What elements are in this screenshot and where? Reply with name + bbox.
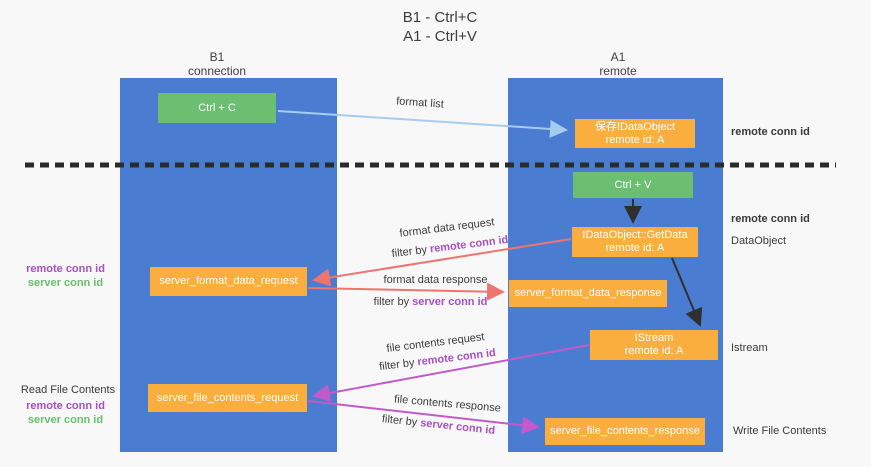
istream-line1: IStream <box>634 332 674 344</box>
getdata-to-istream-arrow <box>671 257 703 327</box>
file-contents-request-arrow <box>312 344 590 402</box>
format-data-response-filter-label: filter by server conn id <box>368 296 493 308</box>
server-file-contents-request-node: server_file_contents_request <box>148 384 307 412</box>
write-file-contents-label: Write File Contents <box>733 425 827 437</box>
server-format-data-request-node: server_format_data_request <box>150 267 307 296</box>
format-data-response-arrow <box>307 282 505 301</box>
server-conn-id-highlight: server conn id <box>412 296 488 308</box>
getdata-line1: IDataObject::GetData <box>582 229 688 241</box>
server-format-data-request-label: server_format_data_request <box>159 275 298 287</box>
diagram-title: B1 - Ctrl+C A1 - Ctrl+V <box>350 8 530 46</box>
remote-conn-id-label-right-1: remote conn id <box>731 126 810 138</box>
getdata-node: IDataObject::GetData remote id: A <box>572 227 698 257</box>
file-contents-response-arrow <box>307 400 540 435</box>
remote-conn-id-label-right-2: remote conn id <box>731 213 810 225</box>
left-conn-id-labels-bottom: remote conn id server conn id <box>18 399 113 427</box>
right-lane-header: A1 remote <box>558 50 678 78</box>
title-line-2: A1 - Ctrl+V <box>403 28 477 45</box>
dataobject-label: DataObject <box>731 235 787 247</box>
getdata-line2: remote id: A <box>605 242 665 254</box>
server-format-data-response-node: server_format_data_response <box>509 280 667 307</box>
istream-node: IStream remote id: A <box>590 330 718 360</box>
title-line-1: B1 - Ctrl+C <box>402 9 478 26</box>
server-format-data-response-label: server_format_data_response <box>514 287 662 299</box>
right-lane-name: A1 <box>610 50 626 64</box>
remote-conn-id-label: remote conn id <box>26 400 105 412</box>
read-file-contents-label: Read File Contents <box>20 384 116 396</box>
ctrl-c-node: Ctrl + C <box>158 93 276 123</box>
ctrl-v-label: Ctrl + V <box>614 178 652 191</box>
server-file-contents-response-node: server_file_contents_response <box>545 418 705 445</box>
left-lane-role: connection <box>187 64 247 78</box>
filter-by-text: filter by <box>373 296 413 308</box>
istream-side-label: Istream <box>731 342 768 354</box>
save-dataobject-line2: remote id: A <box>605 133 665 146</box>
right-lane-role: remote <box>599 64 637 78</box>
format-list-arrow <box>277 110 568 138</box>
save-dataobject-node: 保存IDataObject remote id: A <box>575 119 695 148</box>
server-conn-id-label: server conn id <box>27 277 104 289</box>
server-file-contents-request-label: server_file_contents_request <box>156 391 299 404</box>
server-file-contents-response-label: server_file_contents_response <box>550 425 700 437</box>
remote-conn-id-label: remote conn id <box>26 263 105 275</box>
left-conn-id-labels-top: remote conn id server conn id <box>18 262 113 290</box>
ctrl-c-label: Ctrl + C <box>198 101 236 114</box>
ctrl-v-node: Ctrl + V <box>573 172 693 198</box>
left-lane-name: B1 <box>209 50 225 64</box>
format-data-request-arrow <box>312 238 572 287</box>
istream-line2: remote id: A <box>624 345 684 357</box>
server-conn-id-label: server conn id <box>27 414 104 426</box>
left-lane-header: B1 connection <box>157 50 277 78</box>
save-dataobject-line1: 保存IDataObject <box>594 120 676 133</box>
format-data-response-label: format data response <box>383 274 488 286</box>
